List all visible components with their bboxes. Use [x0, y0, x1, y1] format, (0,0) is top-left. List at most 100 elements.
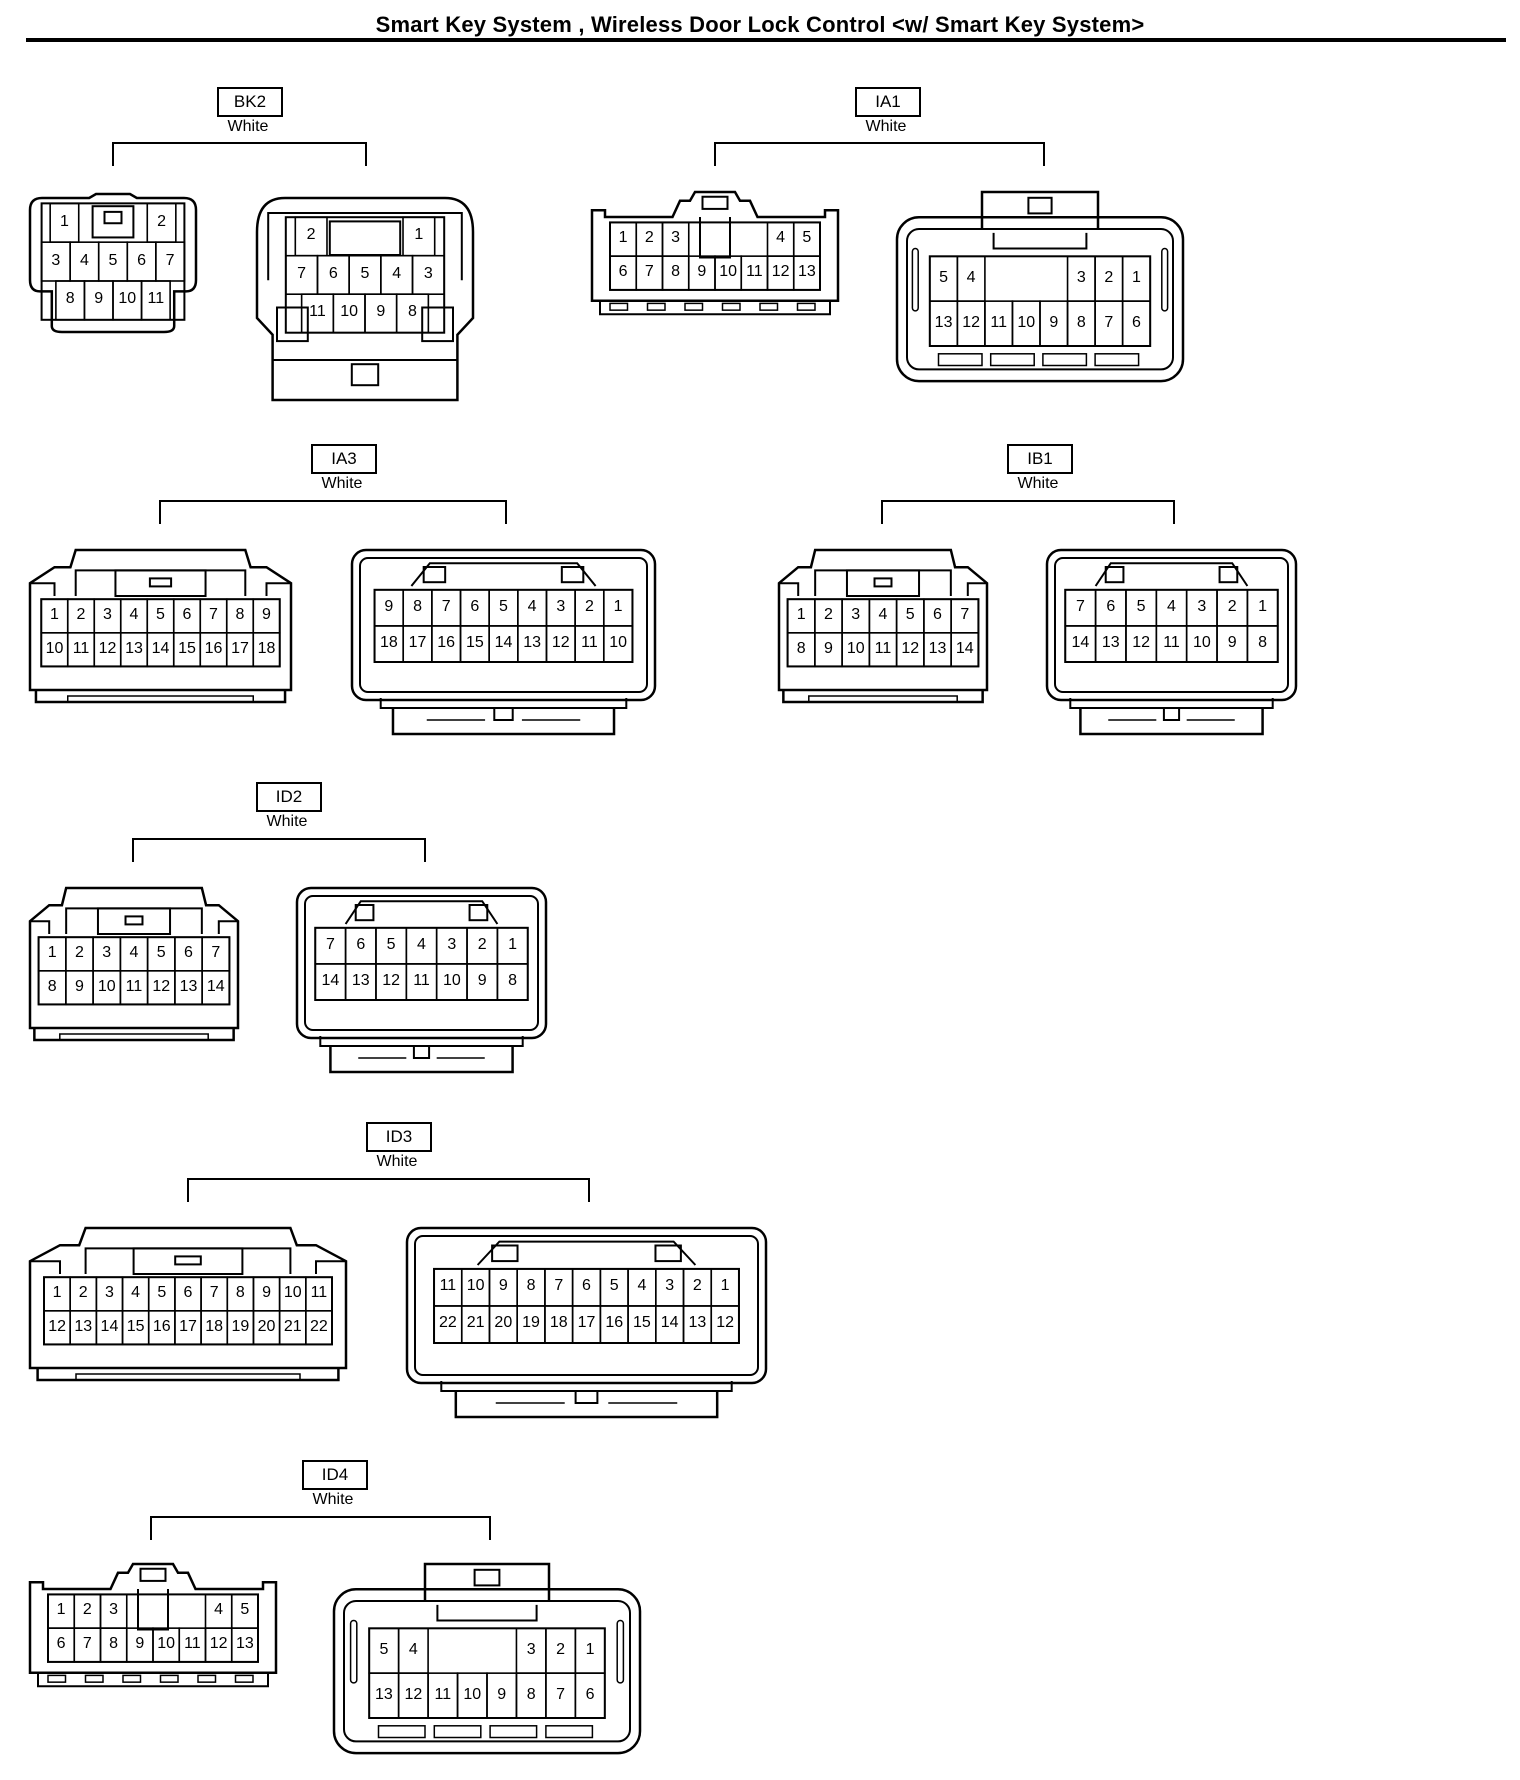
pin-number: 13 [523, 633, 542, 651]
pin-number: 4 [214, 1601, 224, 1619]
pin-number: 13 [235, 1635, 254, 1653]
connector-code-label: ID2 [256, 782, 322, 812]
pin-number: 4 [417, 935, 426, 953]
pin-number: 5 [1136, 597, 1146, 615]
pin-number: 13 [1101, 633, 1120, 651]
pin-number: 6 [356, 935, 366, 953]
pin-number: 1 [613, 597, 623, 615]
pin-number: 13 [688, 1314, 707, 1332]
pin-number: 14 [955, 639, 974, 657]
pin-number: 1 [52, 1284, 62, 1301]
connector-housing [295, 886, 548, 1074]
pin-number: 2 [477, 935, 487, 953]
pin-number: 10 [1017, 313, 1036, 331]
pin-number: 10 [340, 303, 359, 321]
pin-number: 7 [211, 944, 221, 961]
pin-number: 3 [665, 1277, 675, 1295]
pin-number: 7 [441, 597, 451, 615]
pin-number: 7 [209, 1284, 219, 1301]
pin-number: 10 [442, 971, 461, 989]
pin-number: 5 [360, 264, 370, 282]
pin-cavity [574, 1672, 606, 1719]
pin-number: 2 [1227, 597, 1237, 615]
pin-number: 14 [100, 1317, 119, 1335]
pin-number: 8 [408, 303, 417, 321]
pin-number: 12 [901, 639, 920, 657]
pin-number: 11 [439, 1277, 457, 1295]
pin-number: 5 [905, 606, 915, 623]
pin-number: 15 [465, 633, 484, 651]
pin-number: 1 [1131, 268, 1141, 286]
pin-number: 6 [137, 251, 146, 269]
pin-number: 8 [235, 606, 245, 623]
pin-number: 12 [716, 1314, 734, 1332]
pin-number: 9 [75, 977, 84, 995]
pin-number: 13 [797, 263, 816, 281]
pin-number: 5 [499, 597, 508, 615]
connector-code-label: IB1 [1007, 444, 1073, 474]
pin-number: 17 [179, 1317, 197, 1335]
pin-cavity [1121, 300, 1151, 347]
page-title: Smart Key System , Wireless Door Lock Co… [375, 12, 1145, 37]
pin-number: 3 [447, 935, 457, 953]
pin-number: 6 [1106, 597, 1116, 615]
pin-number: 7 [960, 606, 970, 623]
pin-number: 15 [633, 1314, 651, 1332]
pin-number: 18 [549, 1314, 568, 1332]
pin-number: 1 [47, 944, 57, 961]
pin-number: 2 [76, 606, 86, 623]
pin-number: 8 [526, 1277, 536, 1295]
pin-number: 9 [1049, 313, 1059, 331]
pin-number: 7 [644, 263, 654, 281]
pin-number: 4 [776, 229, 786, 247]
pin-number: 12 [209, 1635, 228, 1653]
pin-number: 7 [1104, 313, 1114, 331]
pin-number: 6 [470, 597, 480, 615]
pin-number: 4 [527, 597, 537, 615]
pin-number: 8 [109, 1635, 119, 1653]
pin-number: 7 [554, 1277, 564, 1295]
pin-number: 4 [129, 606, 139, 623]
pin-cavity [710, 1305, 740, 1344]
pin-number: 21 [283, 1317, 302, 1335]
pin-number: 5 [386, 935, 396, 953]
pin-cavity [230, 1627, 259, 1663]
pin-number: 11 [1163, 633, 1180, 651]
pin-number: 6 [585, 1685, 595, 1703]
pin-cavity [140, 280, 171, 321]
pin-number: 2 [692, 1277, 702, 1295]
connector-housing [1045, 548, 1298, 736]
pin-number: 10 [118, 290, 137, 308]
connector-color-label: White [312, 1491, 354, 1508]
pin-number: 2 [644, 229, 654, 247]
view-bracket [714, 142, 1045, 166]
pin-number: 1 [508, 935, 518, 953]
pin-number: 2 [75, 944, 84, 961]
connector-color-label: White [321, 475, 363, 492]
connector-code-label: ID4 [302, 1460, 368, 1490]
pin-number: 2 [824, 606, 833, 623]
pin-number: 10 [719, 263, 738, 281]
pin-number: 5 [802, 229, 812, 247]
connector-color-label: White [227, 118, 269, 135]
pin-number: 5 [379, 1640, 389, 1658]
pin-number: 6 [618, 263, 628, 281]
pin-number: 4 [1167, 597, 1176, 615]
pin-number: 8 [413, 597, 422, 615]
pin-cavity [950, 632, 980, 668]
pin-number: 9 [384, 597, 394, 615]
connector-housing [332, 1562, 642, 1755]
pin-number: 9 [824, 639, 833, 657]
pin-number: 14 [494, 633, 513, 651]
pin-number: 11 [125, 977, 143, 995]
connector-code-label: IA3 [311, 444, 377, 474]
pin-number: 5 [156, 944, 166, 961]
connector-housing [28, 1226, 348, 1382]
